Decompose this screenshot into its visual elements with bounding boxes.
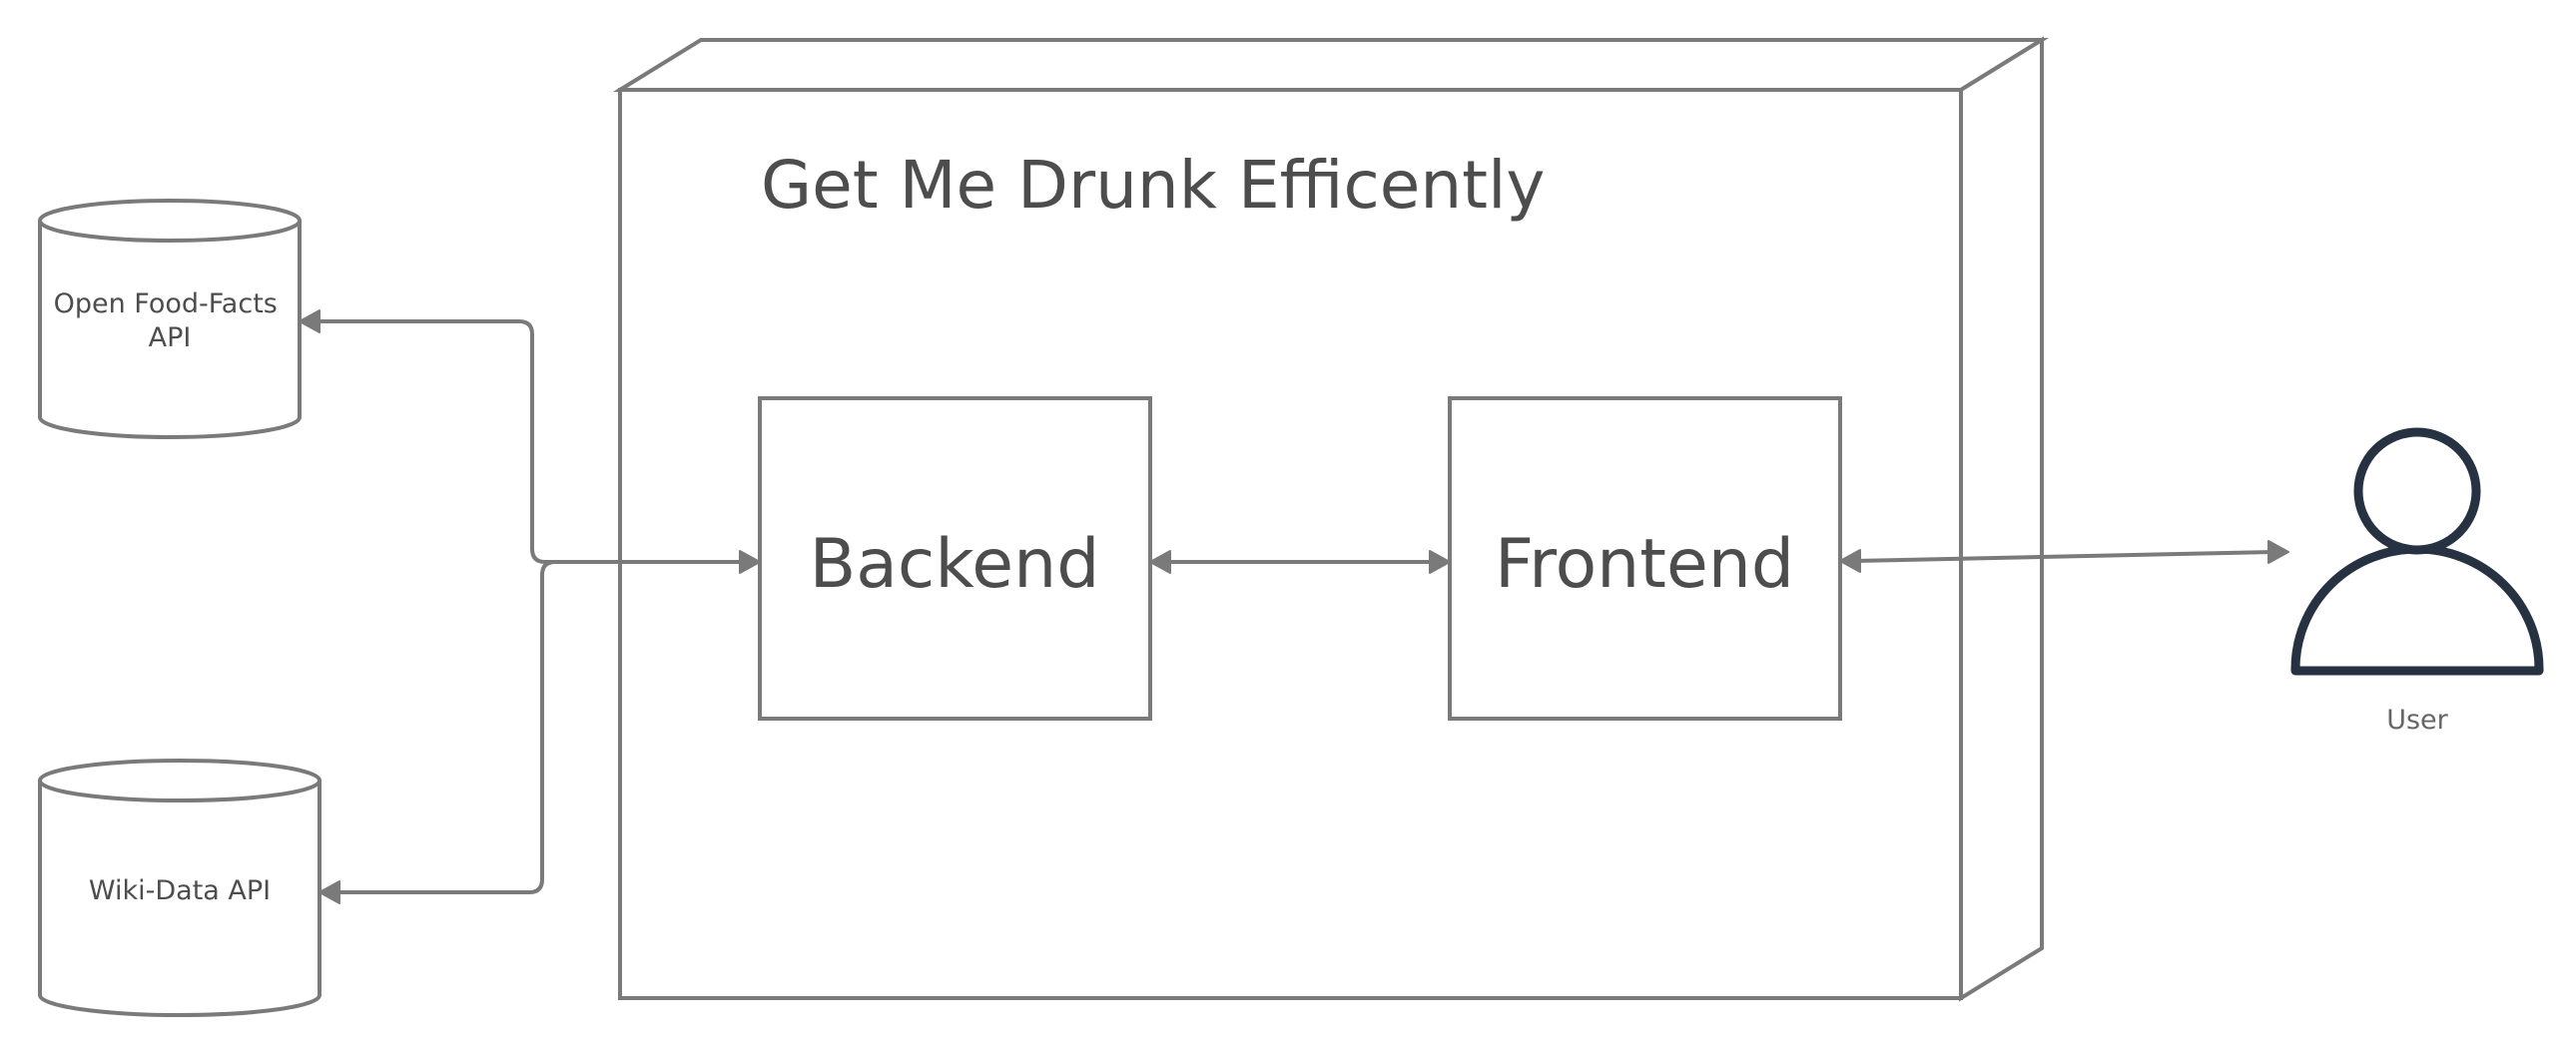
system-node-top-face: [612, 38, 2050, 92]
user-label: User: [2386, 705, 2448, 736]
backend-box: [758, 396, 1152, 721]
connector-backend-wikidata[interactable]: [332, 560, 746, 894]
arrowhead-openfoodfacts: [299, 309, 321, 333]
arrowhead-wikidata: [319, 880, 340, 904]
open-food-facts-label-line1: Open Food-Facts: [54, 288, 278, 319]
backend-label: Backend: [810, 525, 1100, 604]
wiki-data-label: Wiki-Data API: [89, 875, 271, 906]
wiki-data-cylinder-top: [38, 759, 322, 802]
open-food-facts-label: Open Food-Facts API: [54, 288, 287, 353]
arrowhead-backend-right: [1149, 550, 1171, 574]
user-actor[interactable]: User: [2290, 427, 2544, 736]
arrowhead-frontend-right: [1839, 549, 1861, 573]
arrowhead-user: [2267, 540, 2289, 564]
open-food-facts-cylinder-top: [38, 199, 302, 243]
wiki-data-cylinder-body: [38, 781, 322, 1017]
wiki-data-datastore[interactable]: Wiki-Data API: [38, 759, 322, 1017]
user-body-icon: [2290, 544, 2544, 676]
open-food-facts-datastore[interactable]: Open Food-Facts API: [38, 199, 302, 439]
open-food-facts-label-line2: API: [149, 322, 192, 353]
frontend-label: Frontend: [1495, 525, 1794, 604]
connector-frontend-user[interactable]: [1853, 550, 2275, 563]
arrowhead-backend-left: [739, 550, 761, 574]
connectors: [299, 309, 2289, 904]
user-head-icon: [2353, 427, 2481, 555]
backend-component[interactable]: Backend: [758, 396, 1152, 721]
arrowhead-frontend-left: [1429, 550, 1451, 574]
frontend-component[interactable]: Frontend: [1448, 396, 1842, 721]
connector-backend-openfoodfacts[interactable]: [313, 319, 746, 564]
frontend-box: [1448, 396, 1842, 721]
system-node-side-face: [1959, 36, 2044, 1002]
open-food-facts-cylinder-body: [38, 221, 302, 439]
system-title: Get Me Drunk Efficently: [761, 147, 1545, 224]
